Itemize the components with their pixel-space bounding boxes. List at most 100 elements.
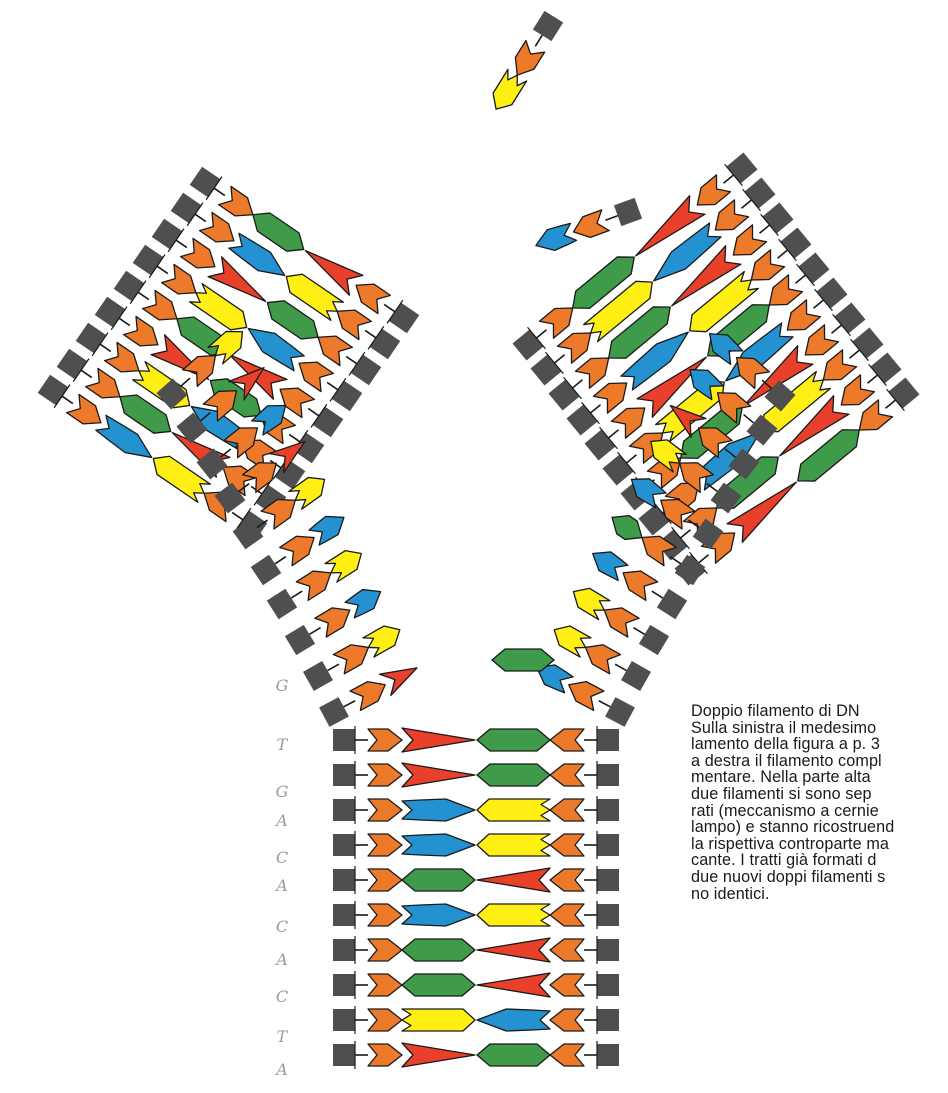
red-base xyxy=(402,728,475,752)
backbone-link xyxy=(796,275,806,283)
blue-base xyxy=(532,222,577,256)
margin-letter: A xyxy=(262,950,302,969)
yellow-base xyxy=(325,544,367,582)
caption-line: a destra il filamento compl xyxy=(691,753,948,770)
backbone-block xyxy=(597,869,619,891)
sugar xyxy=(599,601,639,637)
base-pair xyxy=(333,971,619,999)
backbone-block xyxy=(114,271,145,302)
backbone-link xyxy=(344,701,355,707)
margin-letter: A xyxy=(262,876,302,895)
backbone-block xyxy=(313,407,344,438)
backbone-link xyxy=(232,512,243,519)
sugar xyxy=(550,834,584,856)
backbone-link xyxy=(308,408,319,415)
backbone-block xyxy=(513,330,544,361)
backbone-block xyxy=(675,555,706,586)
margin-letter: A xyxy=(262,1060,302,1079)
backbone-block xyxy=(152,219,183,250)
backbone-link xyxy=(744,415,754,423)
nucleotide xyxy=(477,1006,619,1034)
yellow-base xyxy=(477,799,550,821)
caption-line: Doppio filamento di DN xyxy=(691,703,948,720)
backbone-block xyxy=(76,323,107,354)
sugar xyxy=(550,974,584,996)
sugar xyxy=(315,601,355,637)
backbone-block xyxy=(781,228,812,259)
nucleotide xyxy=(233,470,331,549)
sugar xyxy=(86,368,126,405)
yellow-base xyxy=(477,834,550,856)
figure-caption: Doppio filamento di DN Sulla sinistra il… xyxy=(691,703,948,902)
backbone-link xyxy=(868,375,878,383)
backbone-block xyxy=(597,1009,619,1031)
margin-letter: A xyxy=(262,811,302,830)
blue-base xyxy=(402,799,475,821)
backbone-link xyxy=(633,628,644,635)
backbone-link xyxy=(289,434,300,441)
backbone-block xyxy=(585,430,616,461)
backbone-link xyxy=(138,292,149,299)
backbone-block xyxy=(319,697,349,727)
sugar xyxy=(105,342,145,379)
nucleotide xyxy=(477,796,619,824)
sugar xyxy=(580,638,620,674)
nucleotide xyxy=(532,198,642,256)
caption-line: due filamenti si sono sep xyxy=(691,786,948,803)
red-base xyxy=(477,868,550,892)
nucleotide xyxy=(251,508,350,585)
sugar xyxy=(181,238,221,275)
backbone-block xyxy=(621,661,651,691)
base-pair xyxy=(333,726,619,754)
sugar xyxy=(368,1009,402,1031)
nucleotide xyxy=(532,658,635,727)
backbone-link xyxy=(832,325,842,333)
backbone-link xyxy=(698,555,708,563)
sugar xyxy=(368,729,402,751)
backbone-link xyxy=(590,405,600,413)
backbone-block xyxy=(333,799,355,821)
margin-letter: T xyxy=(262,1027,302,1046)
backbone-block xyxy=(853,328,884,359)
sugar xyxy=(219,186,259,223)
sugar xyxy=(333,638,373,674)
sugar xyxy=(617,564,657,601)
nucleotide xyxy=(333,831,475,859)
caption-line: la rispettiva controparte ma xyxy=(691,836,948,853)
backbone-block xyxy=(889,378,920,409)
base-pair xyxy=(333,1006,619,1034)
backbone-link xyxy=(346,356,357,363)
caption-line: rati (meccanismo a cernie xyxy=(691,803,948,820)
backbone-block xyxy=(333,974,355,996)
backbone-link xyxy=(81,370,92,377)
backbone-block xyxy=(799,253,830,284)
backbone-block xyxy=(597,799,619,821)
blue-base xyxy=(308,508,350,546)
sugar xyxy=(368,834,402,856)
sugar xyxy=(550,1044,584,1066)
backbone-block xyxy=(267,589,297,619)
backbone-block xyxy=(389,303,420,334)
blue-base xyxy=(477,1009,550,1031)
backbone-block xyxy=(333,834,355,856)
nucleotide xyxy=(333,866,475,894)
backbone-link xyxy=(328,664,339,670)
sugar xyxy=(350,675,390,710)
sugar xyxy=(368,904,402,926)
yellow-base xyxy=(568,582,610,619)
sugar xyxy=(550,939,584,961)
backbone-link xyxy=(608,430,618,438)
yellow-base xyxy=(363,620,405,657)
backbone-block xyxy=(333,904,355,926)
green-base xyxy=(477,1044,550,1066)
backbone-link xyxy=(536,330,546,338)
backbone-block xyxy=(614,198,642,226)
backbone-link xyxy=(886,400,896,408)
nucleotide xyxy=(477,831,619,859)
backbone-block xyxy=(285,625,315,655)
backbone-block xyxy=(333,1009,355,1031)
backbone-block xyxy=(597,764,619,786)
sugar xyxy=(564,675,604,710)
backbone-link xyxy=(605,216,617,220)
